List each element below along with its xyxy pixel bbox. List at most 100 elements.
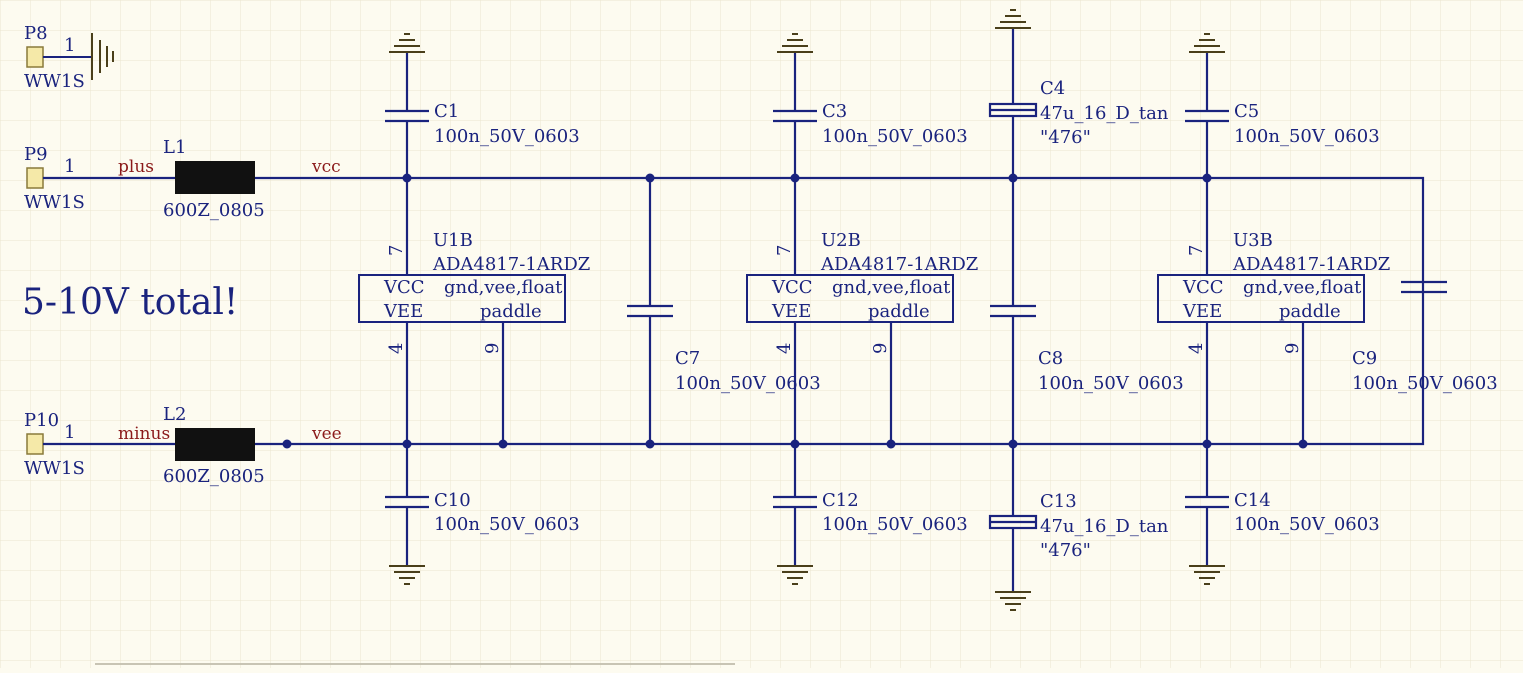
amp-u1b-info: gnd,vee,float xyxy=(444,277,563,298)
capacitor-c3[interactable]: C3 100n_50V_0603 xyxy=(773,52,968,178)
ground-symbol xyxy=(777,565,813,585)
amp-u3b-ref: U3B xyxy=(1233,230,1273,251)
capacitor-c13-value: 47u_16_D_tan xyxy=(1040,516,1169,537)
net-label-vcc: vcc xyxy=(311,157,341,177)
capacitor-c14[interactable]: C14 100n_50V_0603 xyxy=(1185,444,1380,566)
ground-symbol xyxy=(1189,33,1225,53)
capacitor-c4-value: 47u_16_D_tan xyxy=(1040,103,1169,124)
inductor-l1-body xyxy=(175,161,255,194)
amp-u1b-part: ADA4817-1ARDZ xyxy=(432,254,590,275)
amp-u2b-body xyxy=(746,274,954,323)
amp-u3b-pin-top: 7 xyxy=(1186,245,1207,256)
capacitor-c13-code: "476" xyxy=(1040,540,1091,561)
capacitor-c7-ref: C7 xyxy=(675,348,700,369)
amp-u2b-ref: U2B xyxy=(821,230,861,251)
capacitor-c9[interactable]: C9 100n_50V_0603 xyxy=(1352,280,1498,394)
capacitor-c5-value: 100n_50V_0603 xyxy=(1234,126,1380,147)
inductor-l1-ref: L1 xyxy=(163,137,186,158)
ground-symbol xyxy=(995,9,1031,29)
capacitor-c8[interactable]: C8 100n_50V_0603 xyxy=(990,178,1184,444)
amp-u1b-body xyxy=(358,274,566,323)
inductor-l1[interactable]: L1 600Z_0805 xyxy=(163,137,265,221)
net-label-minus: minus xyxy=(118,424,170,444)
capacitor-c4-code: "476" xyxy=(1040,127,1091,148)
inductor-l2-ref: L2 xyxy=(163,404,186,425)
capacitor-c7[interactable]: C7 100n_50V_0603 xyxy=(627,178,821,444)
title-note: 5-10V total! xyxy=(22,282,238,323)
ground-symbol xyxy=(1189,565,1225,585)
amp-u3b-part: ADA4817-1ARDZ xyxy=(1232,254,1390,275)
amp-u3b-body xyxy=(1157,274,1365,323)
amp-u2b-pin-bottom: 4 xyxy=(774,343,795,354)
amp-u3b-info: gnd,vee,float xyxy=(1243,277,1362,298)
amp-u1b-pin-top: 7 xyxy=(386,245,407,256)
connector-p10-pad xyxy=(26,433,44,455)
ground-symbol xyxy=(389,33,425,53)
capacitor-c1-ref: C1 xyxy=(434,101,459,122)
inductor-l2[interactable]: L2 600Z_0805 xyxy=(163,404,265,487)
capacitor-c14-value: 100n_50V_0603 xyxy=(1234,514,1380,535)
connector-p8[interactable]: P8 1 WW1S xyxy=(24,23,114,92)
capacitor-c13-ref: C13 xyxy=(1040,491,1077,512)
ground-symbol xyxy=(995,591,1031,611)
capacitor-c1-value: 100n_50V_0603 xyxy=(434,126,580,147)
amp-u2b-info: gnd,vee,float xyxy=(832,277,951,298)
capacitor-c4[interactable]: C4 47u_16_D_tan "476" xyxy=(988,28,1169,178)
capacitor-c10-ref: C10 xyxy=(434,490,471,511)
capacitor-c7-value: 100n_50V_0603 xyxy=(675,373,821,394)
amp-u1b-vcc: VCC xyxy=(383,277,425,298)
capacitor-c10-value: 100n_50V_0603 xyxy=(434,514,580,535)
amp-u2b[interactable]: U2B ADA4817-1ARDZ VCC gnd,vee,float VEE … xyxy=(746,178,978,444)
amp-u2b-paddle: paddle xyxy=(868,301,930,322)
capacitor-c5-ref: C5 xyxy=(1234,101,1259,122)
capacitor-c14-ref: C14 xyxy=(1234,490,1271,511)
inductor-l2-body xyxy=(175,428,255,461)
amp-u2b-pin-top: 7 xyxy=(774,245,795,256)
capacitor-c13[interactable]: C13 47u_16_D_tan "476" xyxy=(988,444,1169,592)
capacitor-c12-ref: C12 xyxy=(822,490,859,511)
connector-p9-pad xyxy=(26,167,44,189)
capacitor-c5[interactable]: C5 100n_50V_0603 xyxy=(1185,52,1380,178)
capacitor-c3-value: 100n_50V_0603 xyxy=(822,126,968,147)
junction-dots xyxy=(282,173,1308,449)
capacitor-c9-value: 100n_50V_0603 xyxy=(1352,373,1498,394)
power-rails xyxy=(255,176,1425,446)
capacitor-c3-ref: C3 xyxy=(822,101,847,122)
capacitor-c10[interactable]: C10 100n_50V_0603 xyxy=(385,444,580,566)
amp-u1b[interactable]: U1B ADA4817-1ARDZ VCC gnd,vee,float VEE … xyxy=(358,178,590,444)
connector-p8-pin: 1 xyxy=(64,35,75,56)
connector-p9-ref: P9 xyxy=(24,144,48,165)
amp-u2b-vcc: VCC xyxy=(771,277,813,298)
amp-u1b-ref: U1B xyxy=(433,230,473,251)
connector-p10-pin: 1 xyxy=(64,422,75,443)
connector-p10-part: WW1S xyxy=(24,458,85,479)
capacitor-c9-ref: C9 xyxy=(1352,348,1377,369)
amp-u1b-vee: VEE xyxy=(383,301,423,322)
amp-u3b-pin-paddle: 9 xyxy=(1282,343,1303,354)
amp-u2b-part: ADA4817-1ARDZ xyxy=(820,254,978,275)
capacitor-c8-value: 100n_50V_0603 xyxy=(1038,373,1184,394)
amp-u2b-pin-paddle: 9 xyxy=(870,343,891,354)
amp-u3b[interactable]: U3B ADA4817-1ARDZ VCC gnd,vee,float VEE … xyxy=(1157,178,1390,444)
connector-p8-ref: P8 xyxy=(24,23,48,44)
amp-u2b-vee: VEE xyxy=(771,301,811,322)
capacitor-c12-value: 100n_50V_0603 xyxy=(822,514,968,535)
ground-symbol xyxy=(777,33,813,53)
ground-symbol xyxy=(389,565,425,585)
capacitor-c12[interactable]: C12 100n_50V_0603 xyxy=(773,444,968,566)
connector-p10-ref: P10 xyxy=(24,410,59,431)
capacitor-c8-ref: C8 xyxy=(1038,348,1063,369)
net-label-plus: plus xyxy=(118,157,154,177)
connector-p8-pad xyxy=(26,46,44,68)
amp-u3b-paddle: paddle xyxy=(1279,301,1341,322)
connector-p9-pin: 1 xyxy=(64,156,75,177)
net-label-vee: vee xyxy=(311,424,342,444)
connector-p9[interactable]: P9 1 WW1S xyxy=(24,144,85,213)
amp-u3b-vee: VEE xyxy=(1182,301,1222,322)
connector-p8-part: WW1S xyxy=(24,71,85,92)
capacitor-c1[interactable]: C1 100n_50V_0603 xyxy=(385,52,580,178)
inductor-l1-value: 600Z_0805 xyxy=(163,200,265,221)
